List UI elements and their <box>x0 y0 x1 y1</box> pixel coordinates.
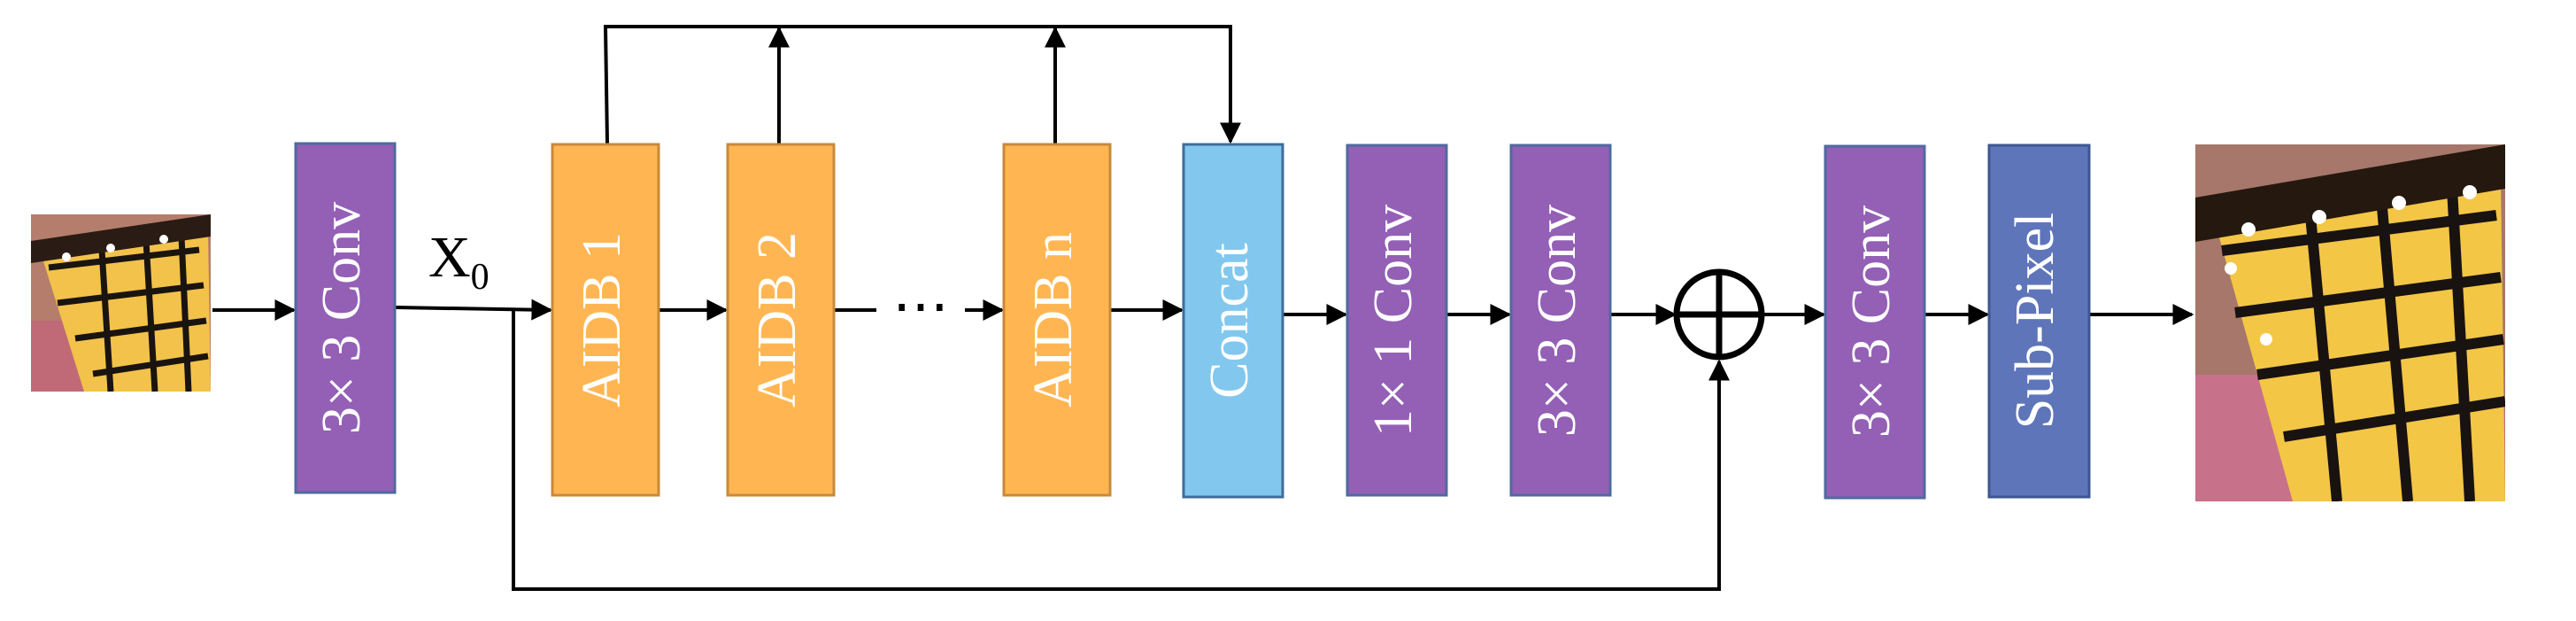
subpixel-label: Sub-Pixel <box>2005 213 2065 430</box>
conv-out-box <box>1824 144 1926 500</box>
connections <box>212 25 2194 591</box>
input-image <box>31 214 211 392</box>
block-subpixel: Sub-Pixel <box>1987 144 2091 499</box>
block-aidb-2: AIDB 2 <box>726 143 836 497</box>
x0-main: X <box>428 225 471 290</box>
block-conv-1x1: 1× 1 Conv <box>1346 144 1448 497</box>
block-aidb-1: AIDB 1 <box>551 143 660 497</box>
conv-1x1-box <box>1346 144 1448 497</box>
residual-skip-line <box>512 310 1730 591</box>
subpixel-box <box>1987 144 2091 499</box>
conv-mid-box <box>1509 144 1612 497</box>
circled-plus-icon <box>1673 268 1765 361</box>
block-conv-mid: 3× 3 Conv <box>1509 144 1612 497</box>
x0-subscript: 0 <box>471 257 490 298</box>
block-conv-in: 3× 3 Conv <box>294 142 397 494</box>
conv-in-label: 3× 3 Conv <box>312 202 372 434</box>
arrow-conv-to-aidb1 <box>395 299 553 321</box>
ellipsis: ⋯ <box>892 275 949 338</box>
fusion-line-top <box>603 25 1241 144</box>
conv-mid-label: 3× 3 Conv <box>1527 205 1587 437</box>
aidb-n-label: AIDB n <box>1023 232 1084 408</box>
conv-1x1-label: 1× 1 Conv <box>1363 205 1423 437</box>
x0-label: X0 <box>428 225 490 298</box>
aidb-2-box <box>726 143 836 497</box>
concat-label: Concat <box>1199 243 1260 399</box>
output-image <box>2195 144 2505 501</box>
aidb-n-box <box>1002 143 1112 497</box>
block-aidb-n: AIDB n <box>1002 143 1112 497</box>
block-conv-out: 3× 3 Conv <box>1824 144 1926 500</box>
concat-box <box>1182 143 1284 499</box>
aidb-1-label: AIDB 1 <box>572 232 632 408</box>
aidb-1-box <box>551 143 660 497</box>
conv-out-label: 3× 3 Conv <box>1841 206 1901 438</box>
conv-in-box <box>294 142 397 494</box>
block-concat: Concat <box>1182 143 1284 499</box>
aidb-2-label: AIDB 2 <box>747 232 807 408</box>
